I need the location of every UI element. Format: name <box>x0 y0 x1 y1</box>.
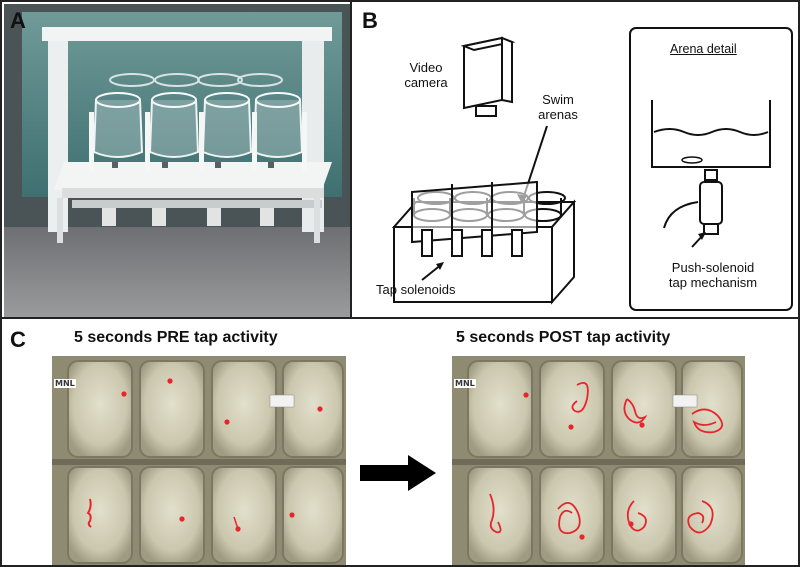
post-tap-title: 5 seconds POST tap activity <box>456 329 671 346</box>
panel-c: C 5 seconds PRE tap activity 5 seconds P… <box>0 317 800 567</box>
arena-detail-title: Arena detail <box>670 42 737 56</box>
video-camera-icon <box>460 36 516 117</box>
panel-c-letter: C <box>10 327 26 352</box>
post-well-tag: MNL <box>454 379 476 388</box>
push-solenoid-label: Push-solenoid tap mechanism <box>668 260 758 290</box>
post-tap-image <box>452 356 745 565</box>
right-arrow-icon <box>360 455 436 491</box>
schematic-diagram <box>391 27 793 311</box>
video-camera-label: Video camera <box>404 60 448 90</box>
panel-a: A <box>0 0 352 319</box>
activity-snapshots <box>52 356 745 565</box>
pre-tap-image <box>52 356 346 565</box>
apparatus-photo <box>4 4 350 317</box>
panel-b: B <box>350 0 800 319</box>
panel-a-letter: A <box>10 8 26 33</box>
tap-solenoids-label: Tap solenoids <box>376 282 456 297</box>
pre-well-tag: MNL <box>54 379 76 388</box>
panel-b-letter: B <box>362 8 378 33</box>
pre-tap-title: 5 seconds PRE tap activity <box>74 329 278 346</box>
swim-arenas-label: Swim arenas <box>538 92 578 122</box>
